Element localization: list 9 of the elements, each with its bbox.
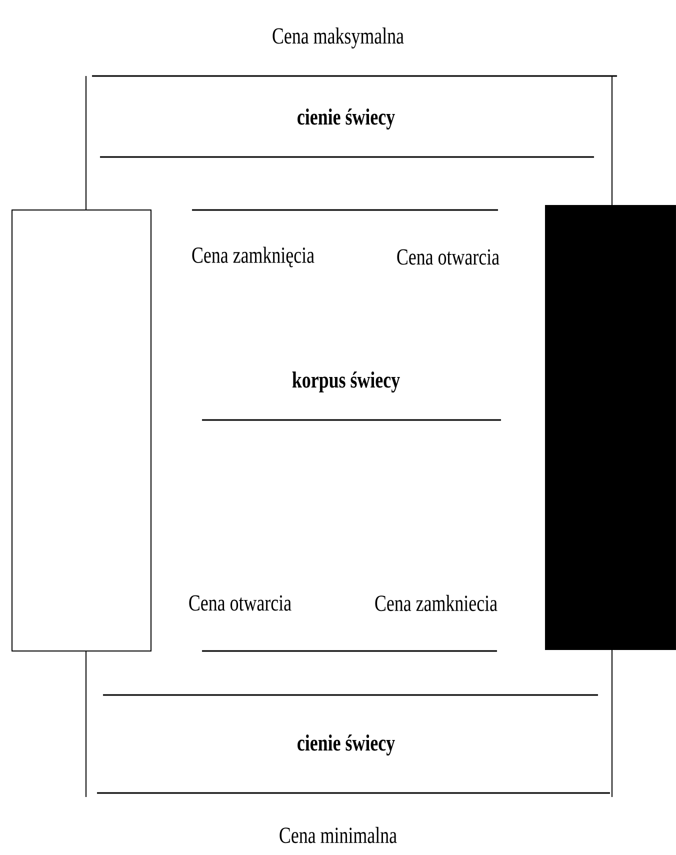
label: Cena otwarcia bbox=[189, 595, 292, 611]
label: Cena otwarcia bbox=[397, 249, 500, 265]
label: Cena zamkniecia bbox=[375, 594, 498, 612]
label: Cena zamknięcia bbox=[192, 246, 314, 268]
label: korpus świecy bbox=[292, 372, 400, 392]
label: Cena maksymalna bbox=[272, 28, 404, 48]
label: cienie świecy bbox=[298, 108, 395, 130]
label: cienie świecy bbox=[298, 734, 395, 756]
label: Cena minimalna bbox=[280, 826, 397, 844]
